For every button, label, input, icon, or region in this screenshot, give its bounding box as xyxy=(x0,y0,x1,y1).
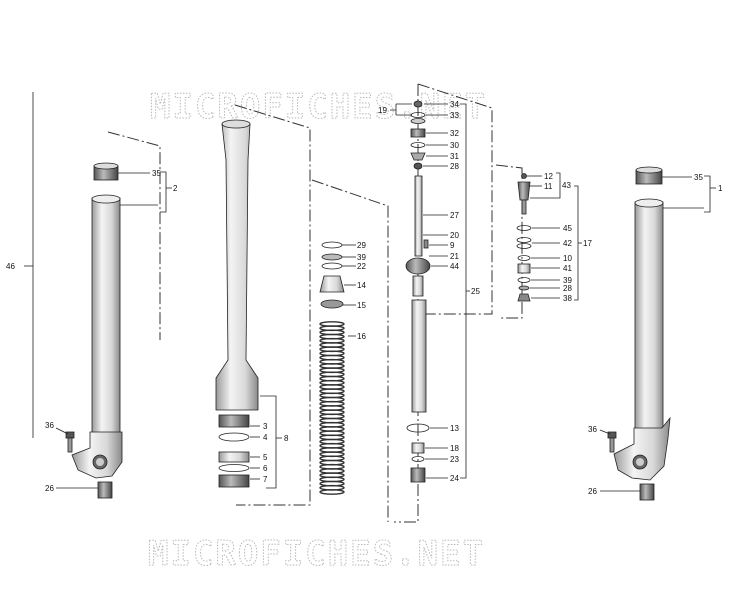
callout-35-left: 35 xyxy=(152,169,161,178)
callout-43: 43 xyxy=(562,181,571,190)
callout-29: 29 xyxy=(357,241,366,250)
callout-20: 20 xyxy=(450,231,459,240)
callout-33: 33 xyxy=(450,111,459,120)
callout-41: 41 xyxy=(563,264,572,273)
callout-32: 32 xyxy=(450,129,459,138)
callout-1: 1 xyxy=(718,184,723,193)
callout-26-left: 26 xyxy=(45,484,54,493)
callout-5: 5 xyxy=(263,453,268,462)
callout-6: 6 xyxy=(263,464,268,473)
callout-23: 23 xyxy=(450,455,459,464)
callout-11: 11 xyxy=(544,182,553,191)
callout-2: 2 xyxy=(173,184,178,193)
callout-44: 44 xyxy=(450,262,459,271)
callout-15: 15 xyxy=(357,301,366,310)
watermark-top: MICROFICHES.NET xyxy=(150,87,487,127)
callout-18: 18 xyxy=(450,444,459,453)
callout-9: 9 xyxy=(450,241,455,250)
callout-7: 7 xyxy=(263,475,268,484)
callout-42: 42 xyxy=(563,239,572,248)
callout-22: 22 xyxy=(357,262,366,271)
callout-8: 8 xyxy=(284,434,289,443)
callout-28-right: 28 xyxy=(563,284,572,293)
callout-12: 12 xyxy=(544,172,553,181)
callout-10: 10 xyxy=(563,254,572,263)
watermark-bottom: MICROFICHES.NET xyxy=(148,534,485,574)
callout-4: 4 xyxy=(263,433,268,442)
callout-38: 38 xyxy=(563,294,572,303)
damper-rod-assembly: 19 34 33 32 30 31 28 27 20 9 21 44 25 13… xyxy=(378,83,493,523)
callout-14: 14 xyxy=(357,281,366,290)
callout-24: 24 xyxy=(450,474,459,483)
inner-tube-assembly: 3 4 5 6 7 8 xyxy=(215,104,311,506)
callout-26-right: 26 xyxy=(588,487,597,496)
callout-46: 46 xyxy=(6,262,15,271)
callout-30: 30 xyxy=(450,141,459,150)
callout-45: 45 xyxy=(563,224,572,233)
callout-35-right: 35 xyxy=(694,173,703,182)
callout-3: 3 xyxy=(263,422,268,431)
callout-27: 27 xyxy=(450,211,459,220)
callout-17: 17 xyxy=(583,239,592,248)
right-outer-tube-assembly: 35 1 36 26 xyxy=(588,166,723,501)
callout-28-mid: 28 xyxy=(450,162,459,171)
callout-36-right: 36 xyxy=(588,425,597,434)
spring-assembly: 29 39 22 14 15 16 xyxy=(311,179,389,522)
adjuster-assembly: 12 11 43 45 42 17 10 41 39 28 38 xyxy=(495,164,592,319)
callout-13: 13 xyxy=(450,424,459,433)
callout-19: 19 xyxy=(378,106,387,115)
callout-25: 25 xyxy=(471,287,480,296)
callout-21: 21 xyxy=(450,252,459,261)
callout-31: 31 xyxy=(450,152,459,161)
spring-coil xyxy=(319,321,345,495)
callout-16: 16 xyxy=(357,332,366,341)
callout-39-mid: 39 xyxy=(357,253,366,262)
bracket-46: 46 xyxy=(6,92,34,438)
callout-36-left: 36 xyxy=(45,421,54,430)
callout-34: 34 xyxy=(450,100,459,109)
left-outer-tube-assembly: 35 2 36 26 xyxy=(45,131,178,499)
callout-39-right: 39 xyxy=(563,276,572,285)
